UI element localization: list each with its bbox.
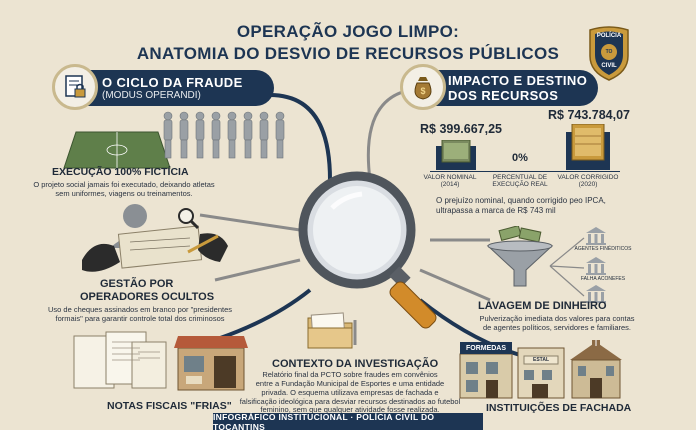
corrected-value: R$ 743.784,07 [548,108,631,122]
storefront-image [174,332,248,392]
funnel-image [484,224,556,288]
execucao-heading: EXECUÇÃO 100% FICTÍCIA [52,166,189,178]
badge-shield-icon [589,26,629,81]
fraud-cycle-banner: O CICLO DA FRAUDE (MODUS OPERANDI) [68,70,274,106]
nominal-money-stack-icon [436,139,476,170]
money-bag-icon: $ [400,64,446,110]
contexto-desc-line-5: feminino, sem que qualquer atividade fos… [260,405,440,414]
invoices-image [70,330,170,392]
chart-baseline [430,171,620,172]
fraud-cycle-title: O CICLO DA FRAUDE [102,75,243,90]
contexto-desc-line-1: Relatório final da PCTO sobre fraudes em… [262,370,438,379]
football-field-image [62,130,172,170]
nominal-value: R$ 399.667,25 [420,122,503,136]
percent-label-line-2: EXECUÇÃO REAL [492,181,548,188]
lavagem-heading: LAVAGEM DE DINHEIRO [478,300,607,312]
badge-bottom-text: CIVIL [601,63,617,69]
police-badge: POLÍCIA TO CIVIL [586,24,632,82]
gestao-heading-line-1: GESTÃO POR [100,278,174,290]
lavagem-desc-line-2: de agentes políticos, servidores e famil… [483,323,631,332]
impact-title-line-2: DOS RECURSOS [448,88,559,103]
impact-title-line-1: IMPACTO E DESTINO [448,73,588,88]
gestao-desc-line-1: Uso de cheques assinados em branco por "… [47,305,233,314]
gestao-desc-line-2: formais" para garantir controle total do… [55,314,225,323]
badge-small-text: TO [605,49,613,55]
lavagem-desc-line-1: Pulverização imediata dos valores para c… [479,314,635,323]
impact-note-line-2: ultrapassa a marca de R$ 743 mil [436,206,556,215]
gestao-heading-line-2: OPERADORES OCULTOS [80,291,215,303]
title-line-1: OPERAÇÃO JOGO LIMPO: [236,22,460,41]
impact-banner: IMPACTO E DESTINO DOS RECURSOS [418,70,598,106]
corrected-money-stack-icon [566,123,610,170]
players-image [158,108,288,162]
contexto-desc-line-2: entre a Fundação Municipal de Esportes e… [255,379,445,388]
notas-heading: NOTAS FISCAIS "FRIAS" [107,400,232,412]
badge-top-text: POLÍCIA [596,33,622,39]
footer-bar: INFOGRÁFICO INSTITUCIONAL · POLÍCIA CIVI… [213,412,483,430]
magnifying-glass-icon [292,170,452,340]
fraud-cycle-subtitle: (MODUS OPERANDI) [102,90,201,101]
execucao-desc-line-1: O projeto social jamais foi executado, d… [33,180,215,189]
magnifier-small-icon [176,206,200,230]
percent-label-line-1: PERCENTUAL DE [492,174,548,181]
nominal-label-line-2: (2014) [440,181,460,188]
facade-sign-2: ESTAL [532,357,550,363]
corrected-label-line-1: VALOR CORRIGIDO [557,174,619,181]
corrected-label-line-2: (2020) [578,181,598,188]
funnel-connectors [549,237,585,297]
title-line-2: ANATOMIA DO DESVIO DE RECURSOS PÚBLICOS [136,44,560,63]
folder-icon [306,312,354,350]
facade-buildings-image [458,334,636,400]
impact-note-line-1: O prejuízo nominal, quando corrigido peo… [436,196,606,205]
bank-label-1: AGENTES FINÉDITICOS [574,246,632,252]
bank-icon-3 [584,284,608,304]
contexto-heading: CONTEXTO DA INVESTIGAÇÃO [272,358,439,370]
nominal-label-line-1: VALOR NOMINAL [423,174,477,181]
svg-text:$: $ [420,86,425,96]
fachada-heading: INSTITUIÇÕES DE FACHADA [486,402,632,414]
percent-value: 0% [512,152,528,164]
contexto-desc-line-3: privada. O esquema utilizava empresas de… [261,388,439,397]
bank-label-2: FALHA ACONEFES [580,276,626,282]
bank-icon-1 [584,226,608,246]
document-lock-icon [52,64,98,110]
contexto-desc-line-4: falsificação ideológica para desviar rec… [239,397,461,406]
bank-icon-2 [584,256,608,276]
facade-sign-1: FORMEDAS [465,345,507,352]
execucao-desc-line-2: sem uniformes, viagens ou treinamentos. [55,189,193,198]
cheque-hands-image [80,200,230,280]
